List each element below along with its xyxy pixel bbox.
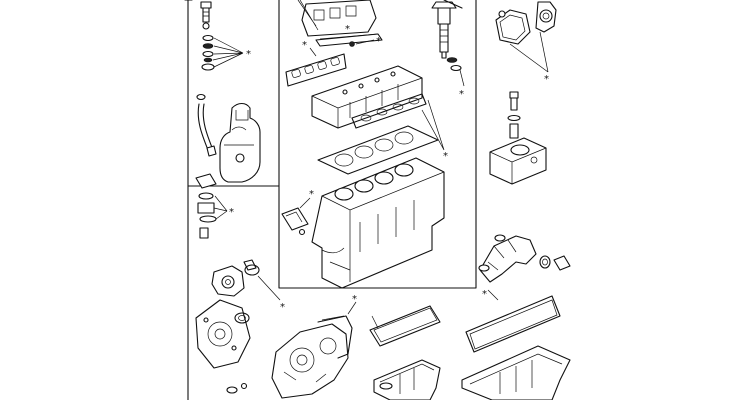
gear-case bbox=[271, 323, 349, 399]
injector-nozzle bbox=[431, 0, 463, 59]
exhaust-manifold bbox=[478, 234, 537, 283]
kit-marker-cover-gasket: * bbox=[345, 24, 350, 35]
water-pump-gasket-small: * bbox=[281, 189, 314, 236]
injector-seal-washers: * bbox=[446, 57, 465, 100]
thermostat-parts-left: * bbox=[195, 173, 234, 239]
kit-marker-manifold-gasket: * bbox=[302, 40, 307, 51]
kit-marker-head-gasket: * bbox=[443, 151, 448, 162]
oil-pump-body bbox=[219, 102, 261, 183]
kit-marker-case-gasket: * bbox=[352, 294, 357, 305]
exhaust-manifold-gasket bbox=[351, 93, 427, 129]
valve-stem-seal: * bbox=[349, 36, 381, 47]
fuel-return-pipe bbox=[196, 93, 217, 157]
kit-marker-pump-gasket: * bbox=[309, 189, 314, 200]
kit-marker-pan-gasket: * bbox=[482, 289, 487, 300]
gear-case-gasket: * bbox=[317, 294, 357, 359]
outer-frame bbox=[184, 0, 193, 400]
kit-marker-stem-seal: * bbox=[376, 36, 381, 47]
kit-marker-water-pump: * bbox=[280, 302, 285, 313]
oil-pan-gasket-lower bbox=[369, 305, 441, 347]
kit-marker-front-seal: * bbox=[544, 74, 549, 85]
rocker-cover-gasket: * bbox=[315, 24, 383, 47]
front-oil-seal-housing: * bbox=[509, 1, 557, 85]
kit-marker-injector-seal: * bbox=[459, 89, 464, 100]
kit-marker-left-rings: * bbox=[246, 49, 251, 60]
water-pump: * bbox=[211, 259, 285, 313]
thermostat-housing-right bbox=[489, 91, 547, 185]
exhaust-gasket-ring bbox=[539, 255, 571, 271]
cylinder-block bbox=[311, 157, 445, 289]
fuel-fitting-top-left bbox=[200, 1, 212, 30]
oil-pan-gasket: * bbox=[465, 289, 561, 353]
o-ring-set-left: * bbox=[201, 34, 251, 71]
rocker-cover bbox=[297, 0, 377, 37]
drain-plug-washer bbox=[226, 382, 248, 394]
timing-cover-plate bbox=[195, 299, 251, 369]
intake-manifold-gasket: * bbox=[285, 40, 347, 87]
crankshaft-front-seal bbox=[234, 312, 250, 324]
cover-gasket-right bbox=[495, 9, 531, 45]
kit-marker-thermostat: * bbox=[229, 207, 234, 218]
cylinder-head bbox=[311, 65, 423, 129]
oil-sump-lower bbox=[373, 359, 441, 400]
head-gasket: * bbox=[317, 99, 448, 175]
oil-pan bbox=[461, 345, 571, 400]
